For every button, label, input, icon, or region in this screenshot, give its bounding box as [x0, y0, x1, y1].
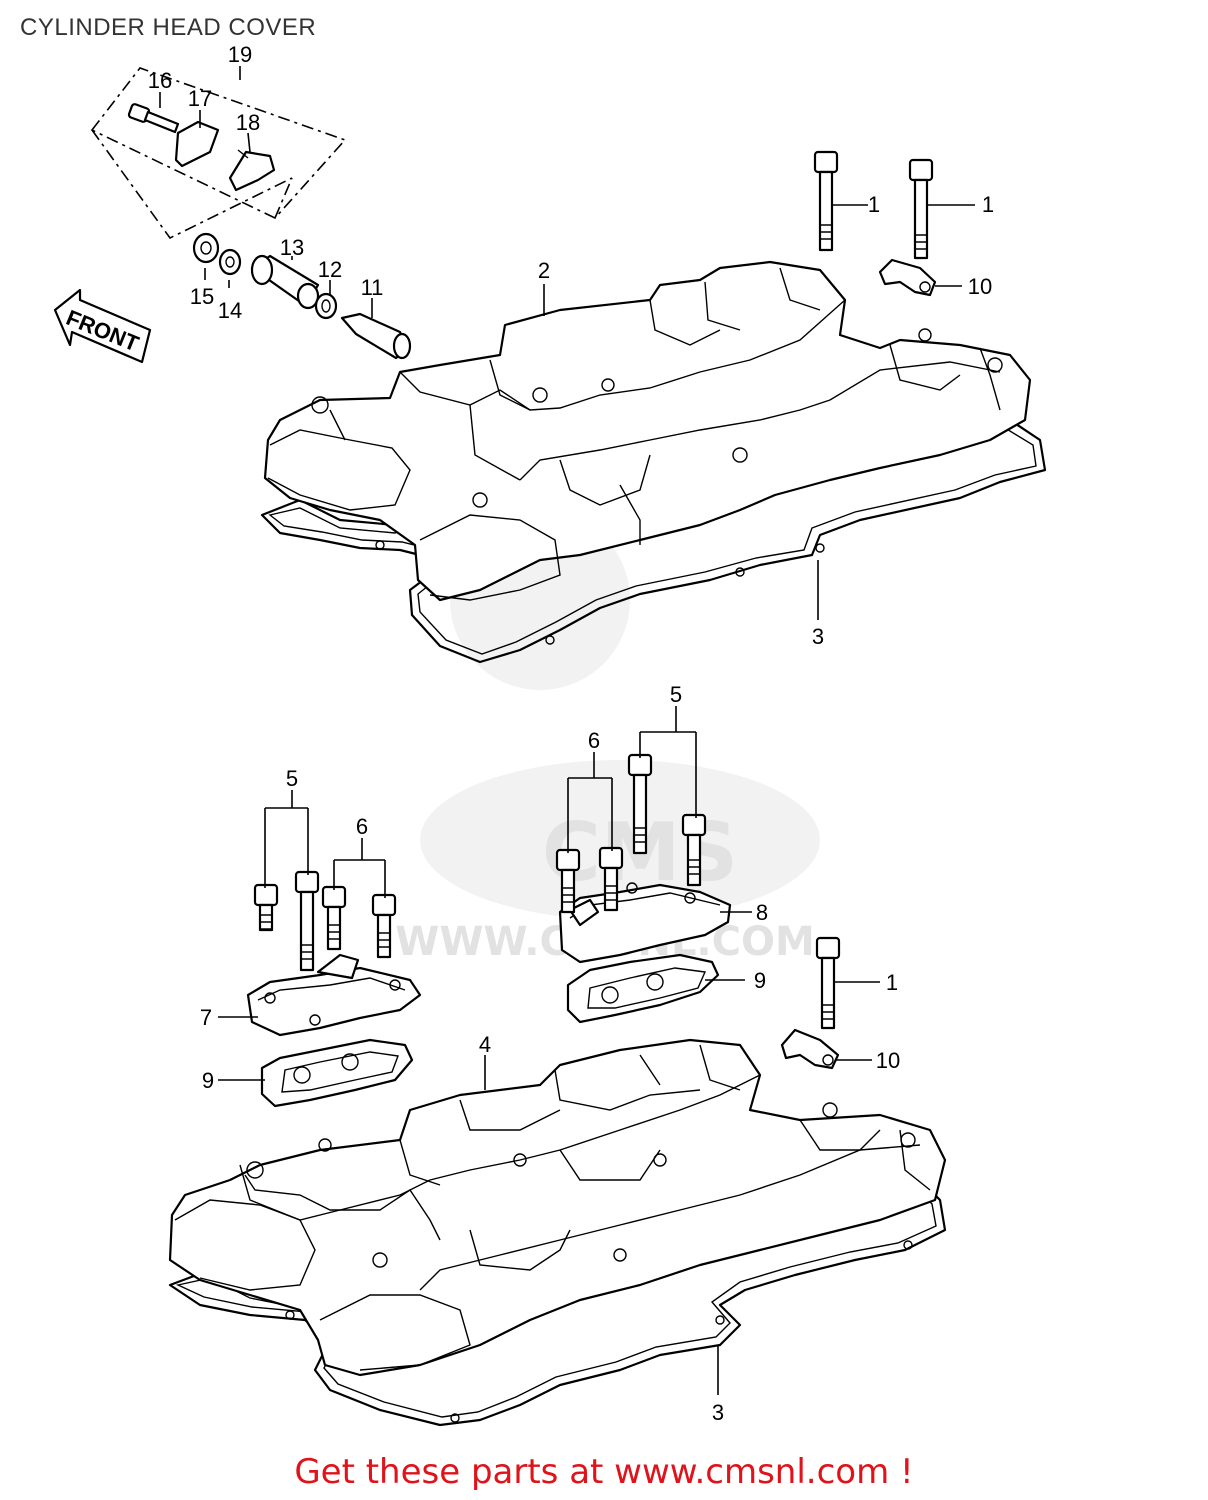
callout-labels: 19 16 17 18 13 12 11 15 14 2 1 1 10 3 5 …	[148, 42, 994, 1425]
callout-9-left: 9	[202, 1068, 214, 1093]
callout-3-lower: 3	[712, 1400, 724, 1425]
footer-promo-text: Get these parts at www.cmsnl.com !	[294, 1452, 914, 1492]
switch-13	[250, 254, 320, 310]
leader-lines	[159, 66, 975, 1395]
clamp-10-lower	[780, 1028, 840, 1070]
bolt-6-left-b	[371, 893, 397, 959]
callout-1-lower: 1	[886, 970, 898, 995]
washer-14	[218, 248, 242, 276]
lower-cover-assembly	[168, 1038, 947, 1427]
callout-12: 12	[318, 257, 342, 282]
callout-10-upper: 10	[968, 274, 992, 299]
seal-and-switch-row	[192, 232, 412, 360]
callout-19: 19	[228, 42, 252, 67]
head-cover-2	[263, 260, 1032, 602]
callout-5-left: 5	[286, 766, 298, 791]
bolt-6-left-a	[321, 885, 347, 951]
bolt-6-right-a	[555, 848, 581, 914]
callout-4: 4	[479, 1032, 491, 1057]
callout-11: 11	[361, 275, 384, 300]
callout-16: 16	[148, 68, 172, 93]
callout-9-right: 9	[754, 968, 766, 993]
gasket-9-left	[260, 1038, 414, 1108]
callout-1-upper-left: 1	[868, 192, 880, 217]
bolt-6-right-b	[598, 846, 624, 912]
page-title: CYLINDER HEAD COVER	[20, 14, 317, 41]
callout-2: 2	[538, 258, 550, 283]
callout-7: 7	[200, 1005, 212, 1030]
plate-17	[174, 120, 220, 168]
breather-plate-7	[246, 953, 422, 1037]
callout-5-right: 5	[670, 682, 682, 707]
breather-kit-group	[90, 67, 347, 240]
shaft-11	[340, 312, 412, 360]
upper-cover-assembly	[260, 260, 1047, 664]
callout-10-lower: 10	[876, 1048, 900, 1073]
bolt-5-right-b	[681, 813, 707, 887]
head-cover-4	[168, 1038, 947, 1377]
gasket-9-right	[566, 953, 720, 1024]
bolt-5-left-b	[294, 870, 320, 972]
o-ring-12	[314, 292, 338, 320]
callout-6-right: 6	[588, 728, 600, 753]
bolt-1-lower	[815, 936, 841, 1030]
callout-1-upper-right: 1	[982, 192, 994, 217]
callout-3-upper: 3	[812, 624, 824, 649]
callout-15: 15	[190, 284, 214, 309]
plate-18	[228, 150, 276, 192]
bolt-5-left-a	[253, 883, 279, 932]
bolt-1-upper-left	[813, 150, 839, 252]
seal-15	[192, 232, 220, 264]
callout-6-left: 6	[356, 814, 368, 839]
front-arrow: FRONT	[53, 288, 152, 364]
breather-plate-8	[558, 882, 732, 964]
bolt-1-upper-right	[908, 158, 934, 260]
callout-18: 18	[236, 110, 260, 135]
clamp-10-upper	[878, 258, 937, 297]
bolt-16	[127, 103, 180, 134]
callout-14: 14	[218, 298, 242, 323]
callout-17: 17	[188, 86, 212, 111]
callout-8: 8	[756, 900, 768, 925]
callout-13: 13	[280, 235, 304, 260]
